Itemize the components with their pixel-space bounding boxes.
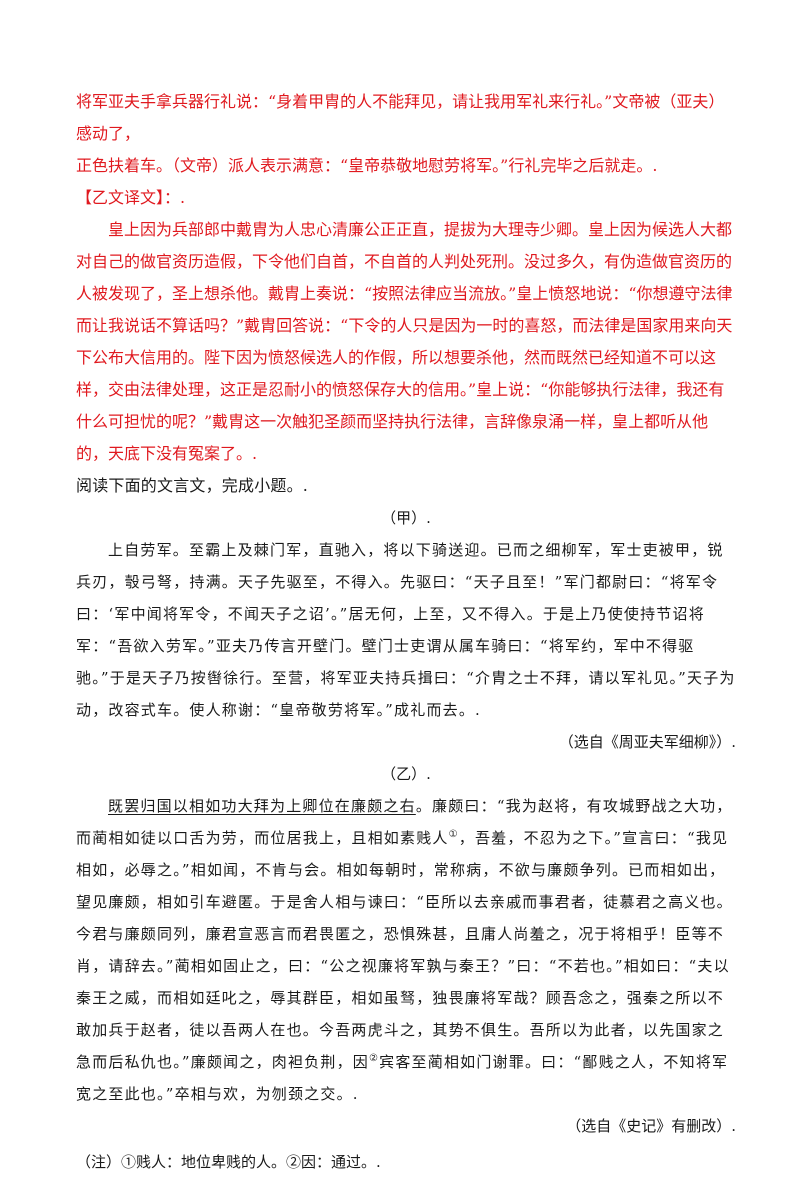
translation-a-line1: 将军亚夫手拿兵器行礼说：“身着甲胄的人不能拜见，请让我用军礼来行礼。”文帝被（亚… (76, 92, 725, 143)
document-page: 将军亚夫手拿兵器行礼说：“身着甲胄的人不能拜见，请让我用军礼来行礼。”文帝被（亚… (76, 86, 736, 1178)
passage-b-part2: ，吾羞，不忍为之下。”宣言曰：“我见相如，必辱之。”相如闻，不肯与会。相如每朝时… (76, 829, 733, 1071)
translation-b-text: 皇上因为兵部郎中戴胄为人忠心清廉公正正直，提拔为大理寺少卿。皇上因为候选人大都对… (76, 220, 733, 463)
passage-b-source: （选自《史记》有删改）. (566, 1117, 736, 1135)
passage-a-text: 上自劳军。至霸上及棘门军，直驰入，将以下骑送迎。已而之细柳军，军士吏被甲，锐兵刃… (76, 541, 736, 719)
passage-b-label: （乙）. (381, 765, 431, 783)
footnotes: （注）①贱人：地位卑贱的人。②因：通过。. (76, 1153, 381, 1171)
passage-b-text: 既罢归国以相如功大拜为上卿位在廉颇之右。廉颇曰：“我为赵将，有攻城野战之大功，而… (76, 790, 736, 1110)
translation-a-line2: 正色扶着车。（文帝）派人表示满意：“皇帝恭敬地慰劳将军。”行礼完毕之后就走。. (76, 156, 658, 175)
passage-b-part1: 。廉颇曰：“我为赵将，有攻城野战之大功，而蔺相如徒以口舌为劳，而位居我上，且相如… (76, 797, 733, 847)
instruction-text: 阅读下面的文言文，完成小题。. (76, 476, 309, 495)
passage-a-label: （甲）. (381, 509, 431, 527)
passage-b-underlined-sentence: 既罢归国以相如功大拜为上卿位在廉颇之右 (108, 797, 416, 815)
passage-a-source: （选自《周亚夫军细柳》）. (558, 733, 736, 751)
passage-b-part3: 宾客至蔺相如门谢罪。曰：“鄙贱之人，不知将军宽之至此也。”卒相与欢，为刎颈之交。… (76, 1053, 729, 1103)
footnote-marker-2: ② (368, 1053, 380, 1064)
footnote-marker-1: ① (448, 829, 459, 840)
translation-b-heading: 【乙文译文】：. (76, 188, 186, 207)
